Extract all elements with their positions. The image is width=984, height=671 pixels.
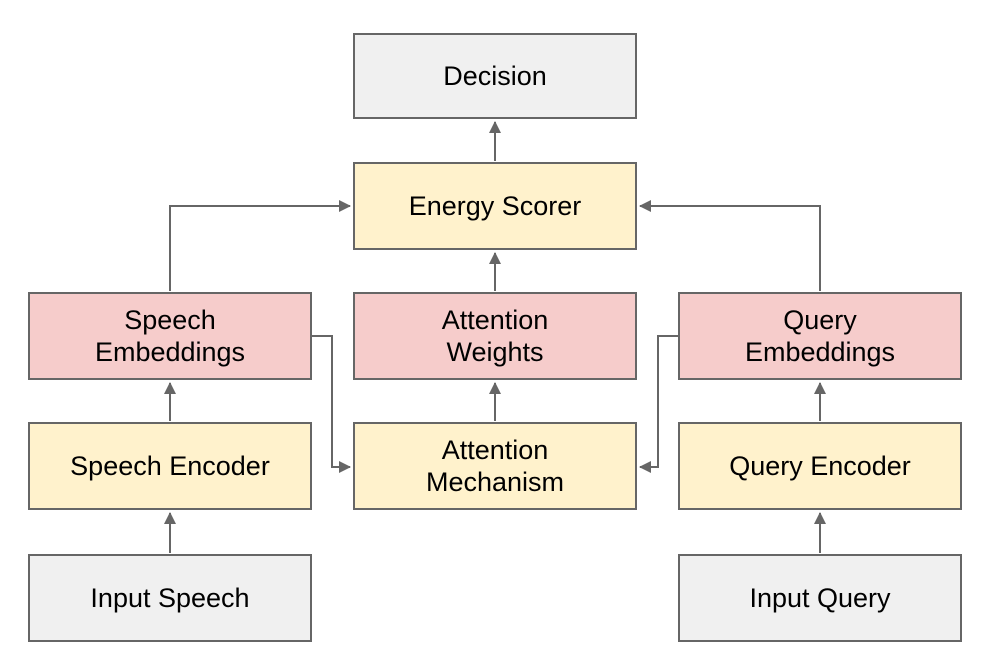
node-query-encoder-label: Query Encoder xyxy=(729,450,911,481)
node-attention-weights-label: Attention Weights xyxy=(441,304,549,367)
node-query-encoder: Query Encoder xyxy=(678,422,962,510)
node-attention-mechanism: Attention Mechanism xyxy=(353,422,637,510)
edge-speech-embeddings-to-energy-scorer xyxy=(169,200,351,291)
node-speech-embeddings-label: Speech Embeddings xyxy=(94,304,246,367)
edge-query-embeddings-to-energy-scorer xyxy=(639,200,821,291)
node-attention-weights: Attention Weights xyxy=(353,292,637,380)
node-input-speech-label: Input Speech xyxy=(90,582,250,613)
node-input-query: Input Query xyxy=(678,554,962,642)
node-energy-scorer: Energy Scorer xyxy=(353,162,637,250)
node-decision-label: Decision xyxy=(443,60,547,91)
node-input-speech: Input Speech xyxy=(28,554,312,642)
node-query-embeddings: Query Embeddings xyxy=(678,292,962,380)
node-input-query-label: Input Query xyxy=(749,582,891,613)
node-energy-scorer-label: Energy Scorer xyxy=(408,190,582,221)
node-attention-mechanism-label: Attention Mechanism xyxy=(425,434,565,497)
edge-speech-embeddings-to-attention-mechanism xyxy=(312,335,351,473)
node-speech-encoder: Speech Encoder xyxy=(28,422,312,510)
node-query-embeddings-label: Query Embeddings xyxy=(744,304,896,367)
node-speech-encoder-label: Speech Encoder xyxy=(70,450,270,481)
node-speech-embeddings: Speech Embeddings xyxy=(28,292,312,380)
edge-query-embeddings-to-attention-mechanism xyxy=(639,335,678,473)
node-decision: Decision xyxy=(353,33,637,119)
